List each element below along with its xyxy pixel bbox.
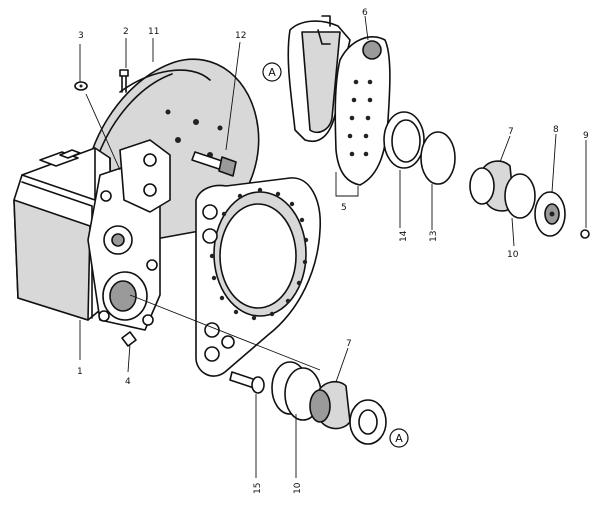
label-12: 12: [235, 31, 246, 41]
label-8: 8: [553, 125, 559, 135]
label-13: 13: [429, 231, 439, 242]
brake-pad-back: [334, 36, 391, 186]
label-6: 6: [362, 8, 368, 18]
part-labels: 3 2 11 12 6 5 14 13 7 8 9 10 1 4 7 15 10: [77, 8, 589, 494]
screw-9: [580, 229, 590, 239]
nut-3: [74, 81, 88, 91]
pin-4: [121, 331, 137, 347]
label-4: 4: [125, 377, 131, 387]
ring-10-upper: [504, 173, 536, 219]
label-11: 11: [148, 27, 159, 37]
label-10-upper: 10: [507, 250, 519, 260]
svg-text:A: A: [268, 66, 276, 79]
marker-a-top: A: [262, 62, 282, 82]
label-14: 14: [399, 230, 409, 242]
washer-lower: [349, 399, 387, 445]
gearbox-housing: [13, 139, 171, 331]
label-1: 1: [77, 367, 83, 377]
label-5: 5: [341, 203, 347, 213]
label-10-lower: 10: [293, 482, 303, 494]
bolt-12: [191, 151, 237, 177]
screw-2: [119, 69, 129, 93]
cap-8: [534, 191, 566, 237]
label-7-upper: 7: [508, 127, 514, 137]
marker-a-bottom: A: [389, 428, 409, 448]
bearing-7-lower: [309, 380, 351, 430]
label-9: 9: [583, 131, 589, 141]
label-2: 2: [123, 27, 129, 37]
ring-13: [420, 131, 456, 185]
leader-lines: [79, 15, 587, 478]
label-15: 15: [253, 483, 263, 494]
mounting-plate: [195, 177, 321, 377]
shaft-axis-line: [129, 294, 321, 371]
label-7-lower: 7: [346, 339, 352, 349]
seal-14: [383, 111, 425, 169]
svg-text:A: A: [395, 432, 403, 445]
bolt-15: [229, 371, 265, 394]
label-3: 3: [78, 31, 84, 41]
